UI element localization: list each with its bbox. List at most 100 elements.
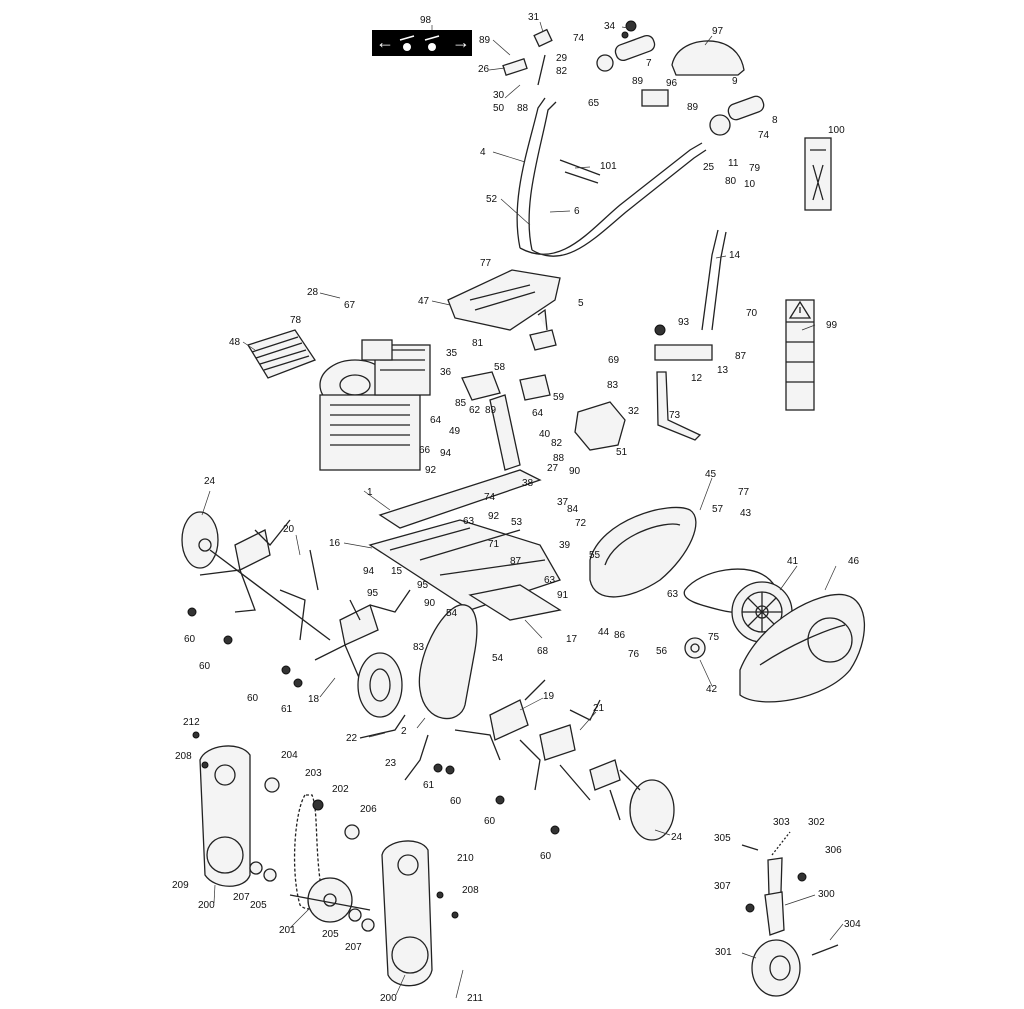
- part-label: 89: [687, 102, 699, 113]
- part-label: 85: [455, 398, 467, 409]
- part-label: 202: [332, 784, 349, 795]
- part-label: 307: [714, 881, 731, 892]
- part-label: 9: [732, 76, 738, 87]
- part-label: 37: [557, 497, 569, 508]
- part-label: 90: [424, 598, 436, 609]
- part-label: 94: [363, 566, 375, 577]
- chain-203: [293, 794, 322, 910]
- direction-arrows-icon: →: [452, 32, 470, 52]
- part-label: 94: [440, 448, 452, 459]
- part-label: 95: [367, 588, 379, 599]
- part-label: 205: [250, 900, 267, 911]
- bearing-207a: [249, 861, 263, 875]
- sprocket-201: [289, 877, 371, 923]
- part-label: 1: [367, 487, 373, 498]
- part-label: 87: [735, 351, 747, 362]
- part-label: 300: [818, 889, 835, 900]
- part-label: 11: [728, 158, 739, 169]
- part-label: 97: [712, 26, 724, 37]
- part-label: 83: [607, 380, 619, 391]
- part-label: 81: [472, 338, 484, 349]
- part-label: 64: [532, 408, 544, 419]
- part-label: 83: [413, 642, 425, 653]
- part-label: 62: [469, 405, 481, 416]
- air-filter-48: [247, 329, 316, 379]
- tines-21: [539, 699, 641, 821]
- part-label: 92: [488, 511, 500, 522]
- part-label: 52: [486, 194, 498, 205]
- part-label: 208: [462, 885, 479, 896]
- part-label: 4: [480, 147, 486, 158]
- part-label: 305: [714, 833, 731, 844]
- part-label: 24: [671, 832, 683, 843]
- tines-20: [199, 519, 331, 641]
- bracket-35: [461, 371, 501, 401]
- bearing-205a: [263, 868, 277, 882]
- part-label: 23: [385, 758, 397, 769]
- part-label: 200: [198, 900, 215, 911]
- shroud-47: [447, 269, 561, 331]
- part-label: 41: [787, 556, 799, 567]
- part-26: [502, 58, 528, 76]
- part-label: 208: [175, 751, 192, 762]
- part-label: 77: [738, 487, 750, 498]
- part-label: 45: [705, 469, 717, 480]
- mast: [489, 394, 521, 471]
- part-label: 21: [593, 703, 605, 714]
- part-label: 89: [632, 76, 644, 87]
- bearing-202: [312, 799, 324, 811]
- part-label: 13: [717, 365, 729, 376]
- part-label: 58: [494, 362, 506, 373]
- part-label: 40: [539, 429, 551, 440]
- part-label: 74: [573, 33, 585, 44]
- part-label: 30: [493, 90, 505, 101]
- tines-18: [314, 589, 411, 681]
- part-label: 72: [575, 518, 587, 529]
- wheel-left: [357, 652, 403, 718]
- part-label: 48: [229, 337, 241, 348]
- part-label: 6: [574, 206, 580, 217]
- part-label: 42: [706, 684, 718, 695]
- part-label: 20: [283, 524, 295, 535]
- part-label: 61: [423, 780, 435, 791]
- warning-stickers-99: [785, 299, 815, 411]
- part-label: 60: [450, 796, 462, 807]
- part-label: 60: [184, 634, 196, 645]
- part-label: 28: [307, 287, 319, 298]
- part-label: 92: [425, 465, 437, 476]
- part-label: 32: [628, 406, 640, 417]
- part-label: 12: [691, 373, 703, 384]
- part-label: 89: [485, 405, 497, 416]
- part-label: 77: [480, 258, 492, 269]
- part-label: 25: [703, 162, 715, 173]
- leader-lines: [201, 21, 844, 999]
- frame-1: [378, 469, 542, 529]
- part-label: 27: [547, 463, 559, 474]
- part-label: 53: [511, 517, 523, 528]
- part-label: 63: [544, 575, 556, 586]
- part-96: [641, 89, 669, 107]
- bracket-12: [656, 371, 702, 441]
- disc-24-right: [629, 779, 675, 841]
- chain-case-200-right: [381, 840, 433, 987]
- part-label: 31: [528, 12, 540, 23]
- part-label: 306: [825, 845, 842, 856]
- part-label: 93: [678, 317, 690, 328]
- part-label: 26: [478, 64, 490, 75]
- part-label: 304: [844, 919, 861, 930]
- sticker-100: [804, 137, 832, 211]
- chain-case-200-left: [199, 745, 251, 887]
- part-label: 84: [567, 504, 579, 515]
- part-label: 64: [430, 415, 442, 426]
- part-label: 95: [417, 580, 429, 591]
- direction-arrows-icon: ←: [376, 32, 394, 52]
- part-label: 29: [556, 53, 568, 64]
- part-label: 201: [279, 925, 296, 936]
- part-label: 88: [553, 453, 565, 464]
- depth-bar-14: [701, 229, 727, 331]
- part-label: 14: [729, 250, 741, 261]
- part-label: 204: [281, 750, 298, 761]
- cover-46: [739, 593, 866, 703]
- part-label: 36: [440, 367, 452, 378]
